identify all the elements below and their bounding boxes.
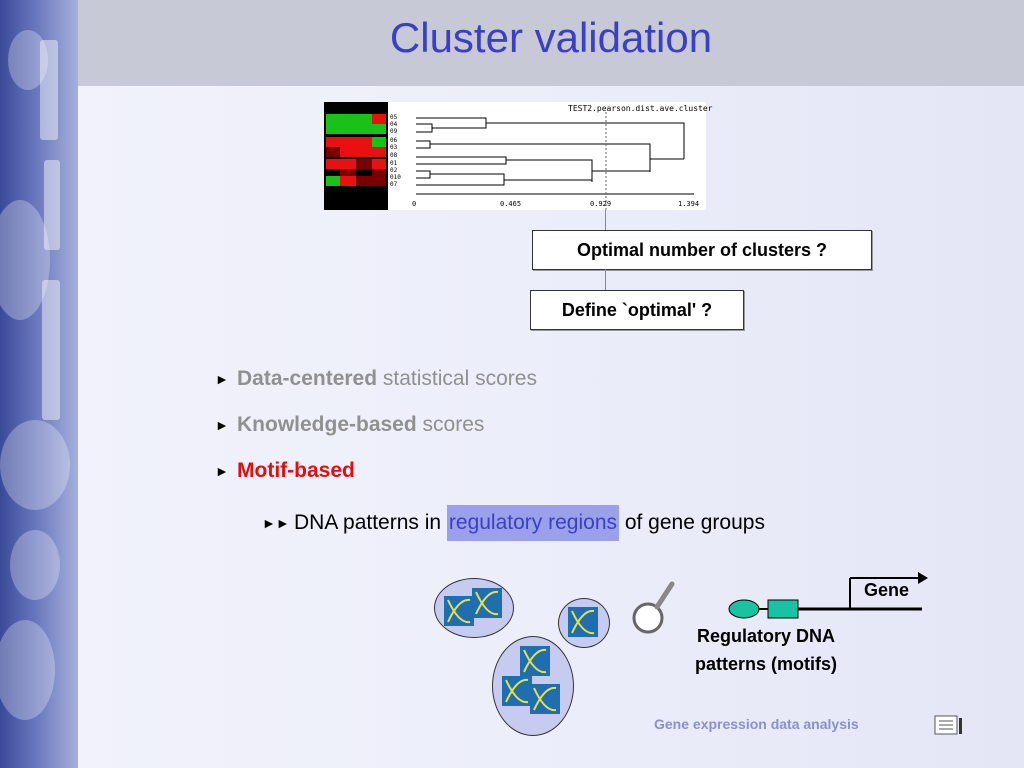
title-bar — [78, 0, 1024, 86]
leaf-label: 02 — [390, 167, 398, 174]
dendrogram-tree — [416, 112, 694, 210]
sub-bullet-text: DNA patterns in — [294, 511, 447, 534]
leaf-label: 01 — [390, 160, 398, 167]
dendrogram-title: TEST2.pearson.dist.ave.cluster — [568, 104, 713, 113]
leaf-label: 04 — [390, 121, 398, 128]
bullet-item: ► Knowledge-based scores — [215, 413, 484, 437]
leaf-label: 03 — [390, 144, 398, 151]
bullet-bold: Knowledge-based — [237, 413, 417, 436]
triangle-right-icon: ► — [215, 371, 229, 387]
dna-icon — [502, 676, 532, 706]
sub-bullet-text: of gene groups — [619, 511, 765, 534]
leaf-label: 06 — [390, 137, 398, 144]
leaf-label: 07 — [390, 181, 398, 188]
bullet-item: ► Motif-based — [215, 459, 355, 483]
magnifier-icon — [632, 581, 675, 634]
highlight-text: regulatory regions — [446, 505, 619, 541]
define-optimal-callout: Define `optimal' ? — [530, 290, 744, 330]
sidebar-decoration — [0, 0, 78, 768]
dna-icon — [568, 607, 598, 637]
leaf-label: 010 — [390, 174, 401, 181]
triangle-right-icon: ► — [215, 417, 229, 433]
leaf-label: 05 — [390, 114, 398, 121]
motif-caption-line1: Regulatory DNA — [696, 626, 835, 646]
navigation-icon[interactable] — [934, 714, 964, 738]
optimal-clusters-callout: Optimal number of clusters ? — [532, 230, 872, 270]
leaf-label: 09 — [390, 128, 398, 135]
bullet-bold: Motif-based — [237, 459, 355, 482]
sub-bullet-item: ►► DNA patterns in regulatory regions of… — [262, 505, 765, 541]
motif-caption-line2: patterns (motifs) — [694, 654, 837, 674]
triangle-right-icon: ► — [215, 463, 229, 479]
axis-tick: 1.394 — [678, 200, 700, 208]
heatmap — [324, 102, 388, 210]
slide-title: Cluster validation — [389, 14, 713, 61]
axis-tick: 0 — [412, 200, 417, 208]
footer-text: Gene expression data analysis — [654, 716, 859, 732]
axis-tick: 0.465 — [500, 200, 522, 208]
dna-icon — [444, 596, 474, 626]
dna-icon — [472, 588, 502, 618]
axis-tick: 0.929 — [590, 200, 612, 208]
dna-icon — [530, 684, 560, 714]
connector-line — [605, 269, 606, 291]
gene-diagram — [728, 572, 928, 619]
dna-icon — [520, 646, 550, 676]
gene-label: Gene — [864, 580, 910, 600]
connector-line — [605, 210, 606, 232]
dendrogram-figure: TEST2.pearson.dist.ave.cluster 05 04 09 … — [324, 102, 713, 210]
leaf-label: 08 — [390, 152, 398, 159]
bullet-item: ► Data-centered statistical scores — [215, 367, 537, 391]
bullet-bold: Data-centered — [237, 367, 378, 390]
bullet-text: scores — [416, 413, 485, 436]
double-triangle-right-icon: ►► — [262, 515, 290, 531]
bullet-text: statistical scores — [377, 367, 537, 390]
